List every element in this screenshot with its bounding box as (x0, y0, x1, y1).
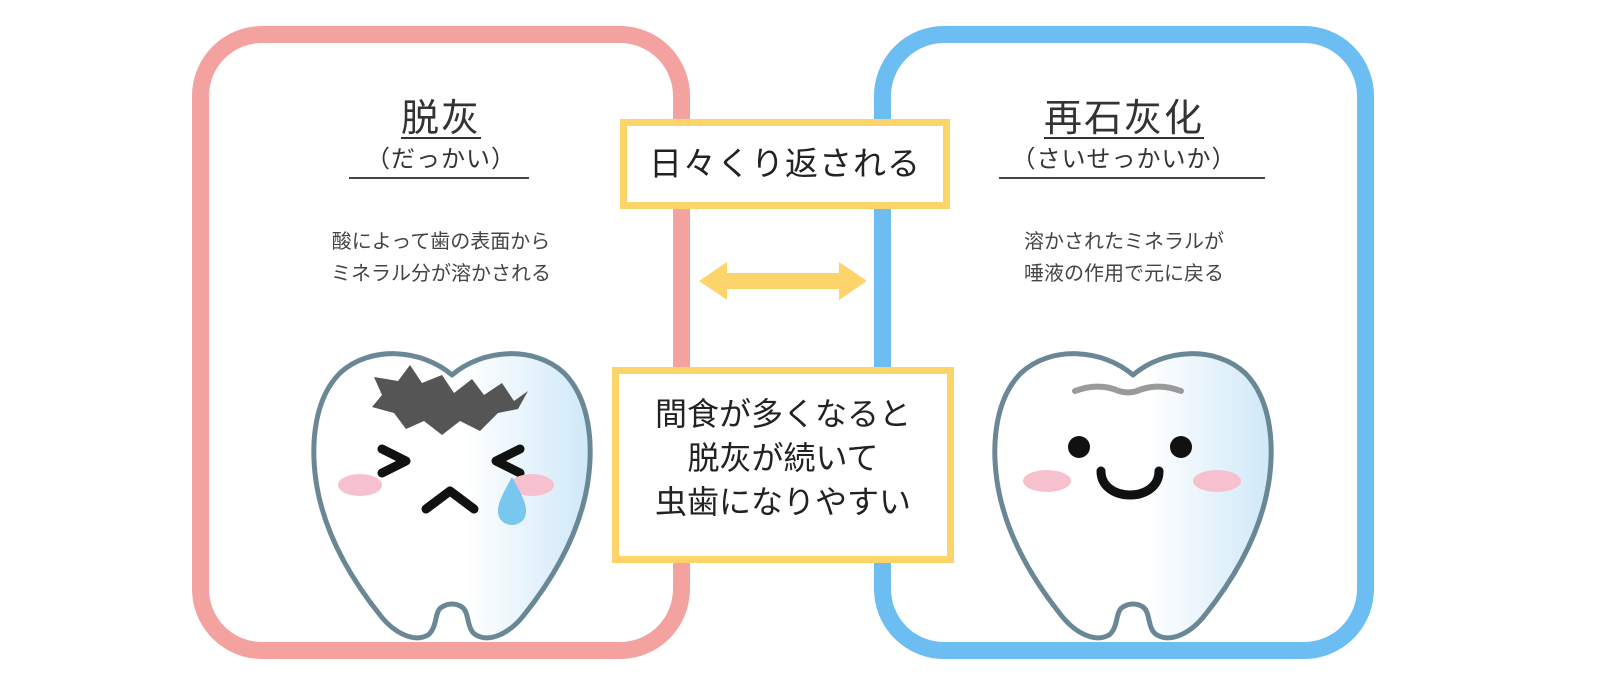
demineralization-description: 酸によって歯の表面から ミネラル分が溶かされる (209, 225, 673, 289)
demineralization-panel: 脱灰 （だっかい） 酸によって歯の表面から ミネラル分が溶かされる (192, 26, 690, 659)
remineralization-reading: （さいせっかいか） (891, 139, 1357, 174)
demineralization-title: 脱灰 (209, 87, 673, 142)
crying-tooth-icon (302, 335, 602, 650)
caution-line: 間食が多くなると (619, 392, 947, 436)
caution-box: 間食が多くなると 脱灰が続いて 虫歯になりやすい (612, 367, 954, 563)
remineralization-description: 溶かされたミネラルが 唾液の作用で元に戻る (891, 225, 1357, 289)
description-line: 酸によって歯の表面から (209, 225, 673, 257)
description-line: ミネラル分が溶かされる (209, 257, 673, 289)
remineralization-title: 再石灰化 (891, 87, 1357, 142)
demineralization-reading: （だっかい） (209, 139, 673, 174)
reading-underline (349, 177, 529, 179)
description-line: 溶かされたミネラルが (891, 225, 1357, 257)
caution-line: 虫歯になりやすい (619, 480, 947, 524)
smiling-tooth-icon (983, 335, 1283, 650)
reading-underline (999, 177, 1265, 179)
double-arrow-icon (697, 258, 869, 304)
caution-line: 脱灰が続いて (619, 436, 947, 480)
description-line: 唾液の作用で元に戻る (891, 257, 1357, 289)
cycle-label: 日々くり返される (649, 144, 921, 183)
cycle-label-box: 日々くり返される (620, 119, 950, 209)
